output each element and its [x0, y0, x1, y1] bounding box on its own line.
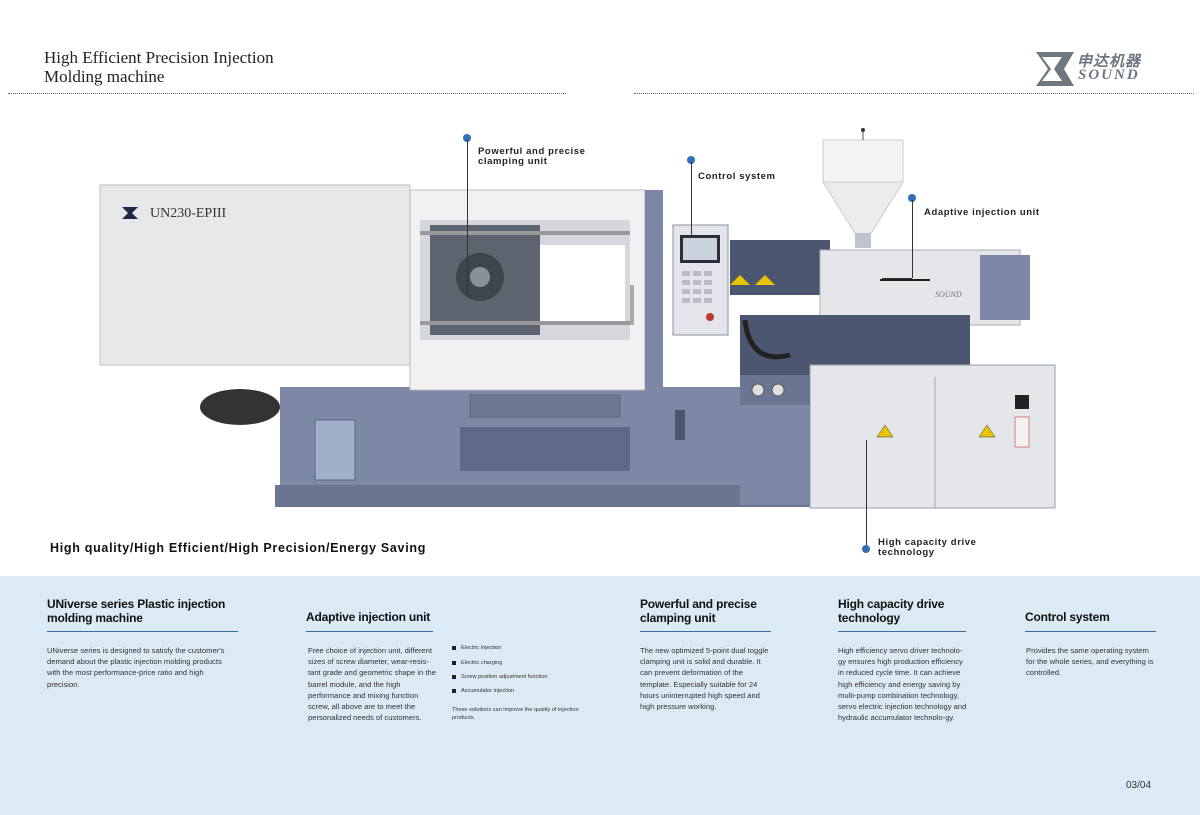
callout-injection-unit: Adaptive injection unit	[924, 207, 1040, 218]
clamping-title-line2: clamping unit	[640, 611, 716, 625]
tagline: High quality/High Efficient/High Precisi…	[50, 541, 427, 555]
injection-molding-machine-image: UN230-EPIII SOUND	[99, 128, 1056, 509]
callout-line-clamping	[467, 140, 468, 295]
header-divider-left	[8, 93, 566, 94]
machine-model-label: UN230-EPIII	[150, 206, 227, 221]
clamping-title: Powerful and precise clamping unit	[640, 597, 757, 625]
clamping-title-line1: Powerful and precise	[640, 597, 757, 611]
adaptive-bullet-label: Accumulator injection	[461, 688, 515, 694]
callout-dot-injection	[908, 194, 916, 202]
control-rule	[1025, 631, 1156, 632]
callout-line-injection	[912, 200, 913, 278]
header-divider-right	[634, 93, 1194, 94]
callout-line-injection-horizontal	[882, 278, 912, 279]
page-title: High Efficient Precision Injection Moldi…	[44, 48, 274, 86]
control-text: Provides the same operating system for t…	[1026, 646, 1154, 678]
drive-rule	[838, 631, 966, 632]
adaptive-bullet: Accumulator injection	[452, 688, 514, 694]
callout-drive-technology: High capacity drive technology	[878, 538, 977, 558]
adaptive-bullet-label: Electric charging	[461, 660, 503, 666]
callout-dot-control	[687, 156, 695, 164]
logo-mark-icon	[1036, 52, 1074, 86]
adaptive-rule	[306, 631, 433, 632]
callout-drive-line1: High capacity drive	[878, 537, 977, 548]
callout-drive-line2: technology	[878, 547, 935, 558]
adaptive-title: Adaptive injection unit	[306, 610, 431, 624]
drive-title-line1: High capacity drive	[838, 597, 945, 611]
clamping-rule	[640, 631, 771, 632]
electrical-cabinet	[809, 364, 1056, 509]
hopper	[822, 139, 904, 183]
callout-line-control	[691, 162, 692, 237]
adaptive-bullet: Electric injection	[452, 645, 501, 651]
adaptive-bullet-label: Electric injection	[461, 645, 502, 651]
callout-control-system: Control system	[698, 171, 776, 182]
injection-unit-brand-label: SOUND	[935, 290, 962, 299]
universe-title-line2: molding machine	[47, 611, 143, 625]
universe-title: UNiverse series Plastic injection moldin…	[47, 597, 225, 625]
universe-rule	[47, 631, 238, 632]
logo-chinese-text: 申达机器	[1077, 52, 1142, 70]
page-number: 03/04	[1126, 780, 1152, 791]
adaptive-text: Free choice of injection unit, different…	[308, 646, 436, 723]
callout-clamping-line2: clamping unit	[478, 156, 548, 167]
control-title: Control system	[1025, 610, 1110, 624]
drive-text: High efficiency servo driver technolo-gy…	[838, 646, 967, 723]
clamping-text: The new optimized 5-point dual toggle cl…	[640, 646, 769, 712]
brand-logo: 申达机器 SOUND	[1036, 50, 1156, 86]
safety-guard-left	[99, 184, 411, 366]
bullet-square-icon	[452, 674, 456, 679]
feature-band	[0, 576, 1200, 815]
callout-clamping-unit: Powerful and precise clamping unit	[478, 147, 586, 167]
callout-clamping-line1: Powerful and precise	[478, 146, 586, 157]
adaptive-bullet-label: Screw position adjustment function	[461, 674, 548, 680]
bullet-square-icon	[452, 645, 456, 650]
callout-dot-clamping	[463, 134, 471, 142]
universe-title-line1: UNiverse series Plastic injection	[47, 597, 226, 611]
adaptive-note: These solutions can improve the quality …	[452, 707, 579, 721]
callout-line-drive	[866, 440, 867, 545]
bullet-square-icon	[452, 660, 456, 665]
drive-title: High capacity drive technology	[838, 597, 944, 625]
logo-english-text: SOUND	[1078, 67, 1140, 83]
bullet-square-icon	[452, 688, 456, 693]
universe-text: UNiverse series is designed to satisfy t…	[47, 646, 225, 689]
lubrication-pump	[314, 419, 356, 481]
adaptive-bullet: Screw position adjustment function	[452, 674, 547, 680]
page-title-line1: High Efficient Precision Injection	[44, 48, 274, 67]
page-title-line2: Molding machine	[44, 67, 165, 86]
drive-title-line2: technology	[838, 611, 901, 625]
adaptive-bullet: Electric charging	[452, 660, 502, 666]
callout-dot-drive	[862, 545, 870, 553]
